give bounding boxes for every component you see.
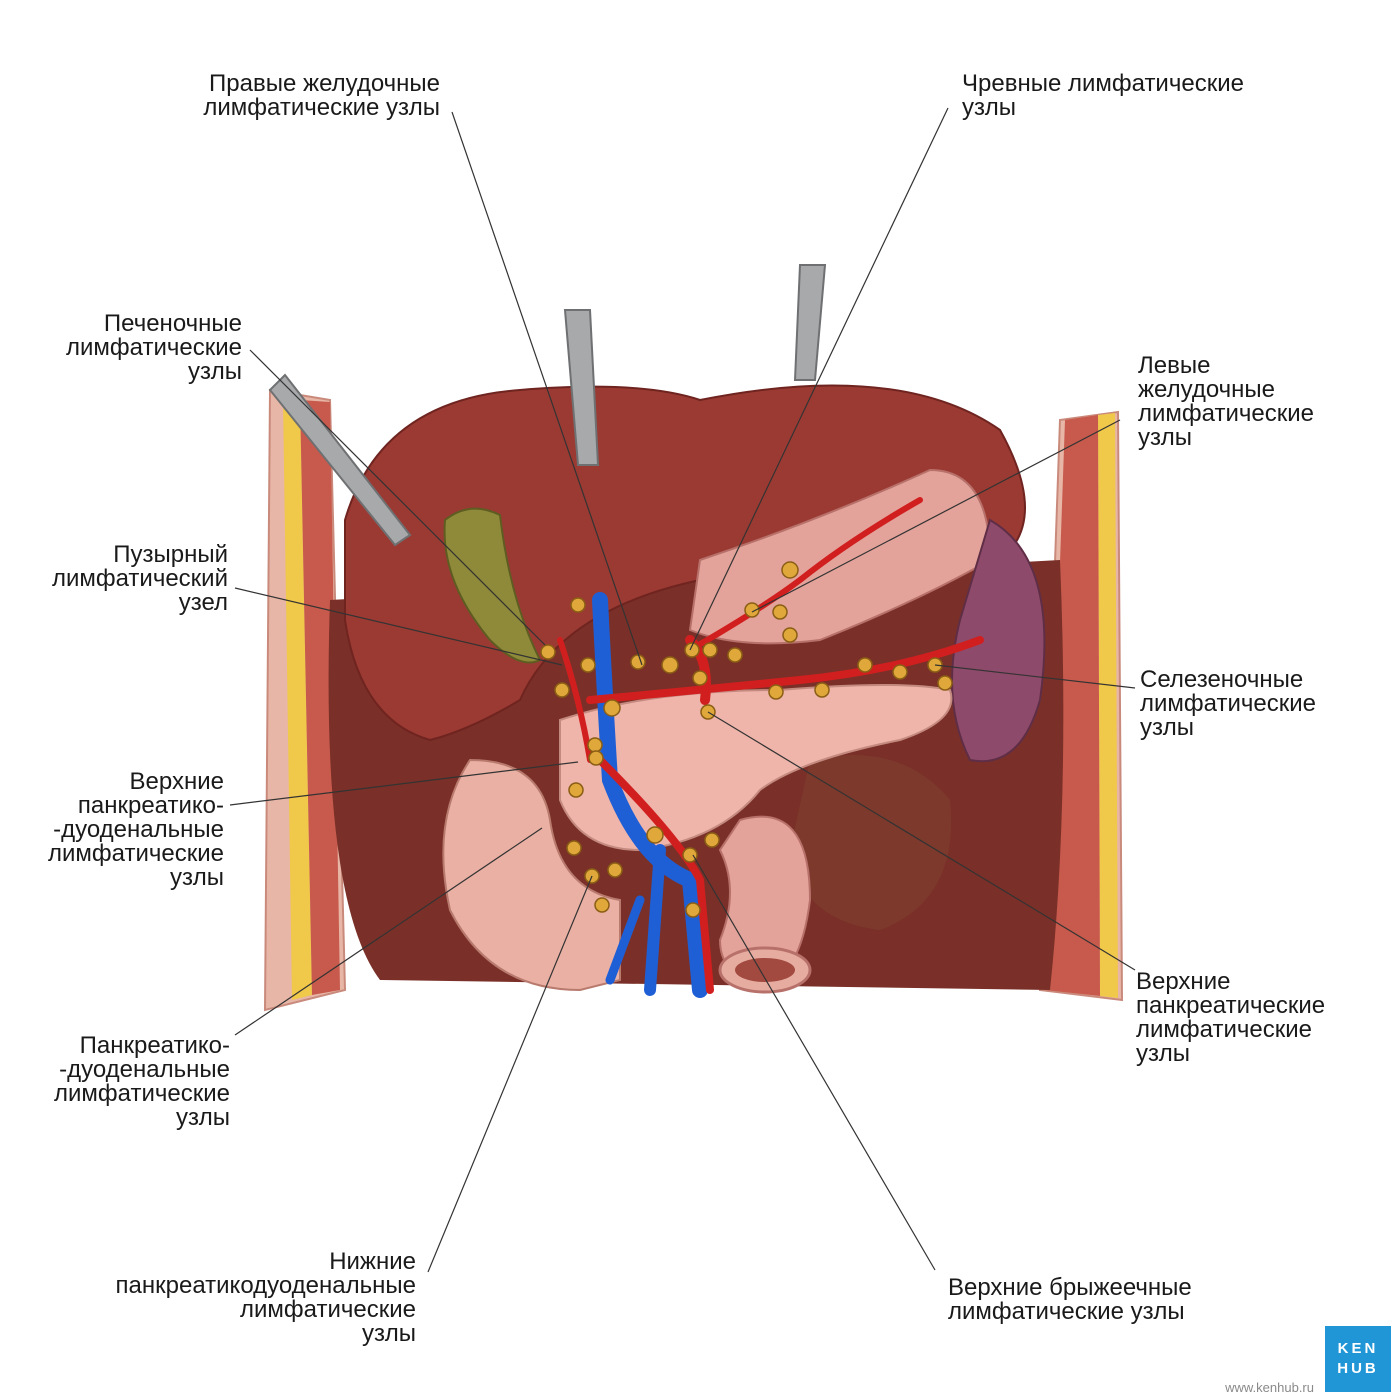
- label-line: Чревные лимфатические: [962, 70, 1244, 97]
- label-line: Верхние брыжеечные: [948, 1274, 1192, 1301]
- label-line: лимфатические: [240, 1296, 416, 1323]
- kenhub-logo: KEN HUB: [1325, 1326, 1391, 1392]
- label-superior-pancreaticoduodenal-nodes: Верхние панкреатико- -дуоденальные лимфа…: [48, 770, 224, 890]
- label-hepatic-nodes: Печеночные лимфатические узлы: [66, 312, 242, 384]
- logo-text: HUB: [1337, 1360, 1379, 1377]
- label-superior-pancreatic-nodes: Верхние панкреатические лимфатические уз…: [1136, 970, 1325, 1066]
- label-inferior-pancreaticoduodenal-nodes: Нижние панкреатикодуоденальные лимфатиче…: [116, 1250, 416, 1346]
- kidney: [790, 755, 952, 930]
- label-line: желудочные: [1138, 376, 1275, 403]
- label-right-gastric-nodes: Правые желудочные лимфатические узлы: [203, 72, 440, 120]
- abdominal-wall-left: [263, 388, 347, 1012]
- label-line: Селезеночные: [1140, 666, 1304, 693]
- label-line: Пузырный: [113, 541, 228, 568]
- retractors: [268, 264, 827, 547]
- label-line: панкреатико-: [77, 792, 224, 819]
- label-line: Верхние: [129, 768, 224, 795]
- leader-lines: [229, 107, 1136, 1273]
- label-line: панкреатикодуоденальные: [115, 1272, 416, 1299]
- label-line: Верхние: [1136, 968, 1231, 995]
- label-cystic-node: Пузырный лимфатический узел: [52, 543, 228, 615]
- label-line: Панкреатико-: [79, 1032, 230, 1059]
- label-line: Нижние: [329, 1248, 416, 1275]
- label-celiac-nodes: Чревные лимфатические узлы: [962, 72, 1244, 120]
- label-line: узел: [178, 589, 228, 616]
- label-line: узлы: [1138, 424, 1192, 451]
- label-line: узлы: [170, 864, 224, 891]
- label-line: лимфатические: [66, 334, 242, 361]
- lymph-nodes: [540, 561, 953, 918]
- label-line: узлы: [962, 94, 1016, 121]
- label-line: Печеночные: [103, 310, 242, 337]
- label-line: -дуоденальные: [53, 816, 224, 843]
- label-line: лимфатические: [1140, 690, 1316, 717]
- label-line: лимфатические: [54, 1080, 230, 1107]
- website-url: www.kenhub.ru: [1225, 1380, 1314, 1395]
- label-line: лимфатические: [1136, 1016, 1312, 1043]
- label-line: узлы: [1136, 1040, 1190, 1067]
- label-line: лимфатические: [48, 840, 224, 867]
- label-line: -дуоденальные: [59, 1056, 230, 1083]
- label-splenic-nodes: Селезеночные лимфатические узлы: [1140, 668, 1316, 740]
- label-line: узлы: [188, 358, 242, 385]
- duodenum: [442, 758, 621, 992]
- blood-vessels: [557, 497, 984, 998]
- label-line: узлы: [362, 1320, 416, 1347]
- label-line: лимфатический: [51, 565, 228, 592]
- label-line: узлы: [1140, 714, 1194, 741]
- logo-text: KEN: [1337, 1340, 1379, 1357]
- label-line: лимфатические узлы: [948, 1298, 1185, 1325]
- label-line: узлы: [176, 1104, 230, 1131]
- label-line: Левые: [1138, 352, 1211, 379]
- label-left-gastric-nodes: Левые желудочные лимфатические узлы: [1138, 354, 1314, 450]
- label-superior-mesenteric-nodes: Верхние брыжеечные лимфатические узлы: [948, 1276, 1192, 1324]
- label-line: панкреатические: [1136, 992, 1326, 1019]
- label-line: Правые желудочные: [209, 70, 440, 97]
- label-line: лимфатические: [1138, 400, 1314, 427]
- label-line: лимфатические узлы: [203, 94, 440, 121]
- label-pancreaticoduodenal-nodes: Панкреатико- -дуоденальные лимфатические…: [54, 1034, 230, 1130]
